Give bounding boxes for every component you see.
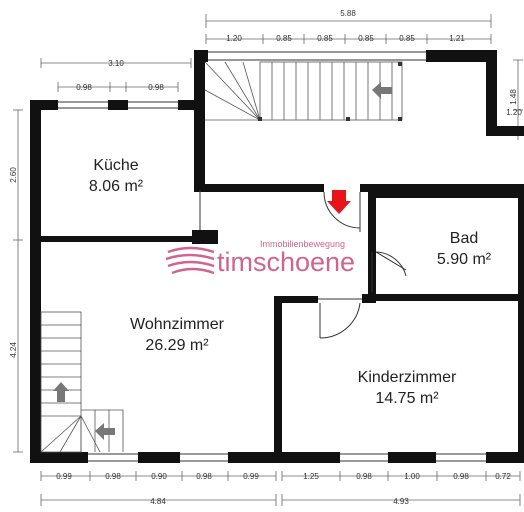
dim-right-upper: 1.48 — [509, 89, 518, 105]
dim-top-total: 5.88 — [340, 9, 356, 18]
logo-subtitle: Immobilienbewegung — [260, 239, 345, 249]
logo-title: timschoene — [217, 247, 355, 277]
dim-bottom-right-seg-4: 0.98 — [453, 472, 469, 481]
dim-bottom-left-seg-4: 0.98 — [196, 472, 212, 481]
room-kueche-name: Küche — [93, 157, 138, 174]
entry-arrow-icon — [327, 190, 351, 214]
dim-bottom-right-seg-2: 0.98 — [356, 472, 372, 481]
staircase-bottom — [40, 311, 124, 453]
room-bad-area: 5.90 m² — [437, 251, 492, 268]
dim-bottom-left-total: 4.84 — [150, 497, 166, 506]
dim-left-lower: 4.24 — [9, 342, 18, 358]
dim-bottom-right-seg-5: 0.72 — [495, 472, 511, 481]
stair-up-arrow-icon — [372, 82, 392, 99]
dim-top-seg-2: 0.85 — [276, 34, 292, 43]
dim-bottom-right-seg-3: 1.00 — [404, 472, 420, 481]
dim-top-seg-3: 0.85 — [317, 34, 333, 43]
dim-top-seg-5: 0.85 — [399, 34, 415, 43]
room-wohnzimmer-name: Wohnzimmer — [130, 316, 225, 333]
doors — [319, 190, 407, 339]
room-kinderzimmer-area: 14.75 m² — [375, 390, 439, 407]
dim-bottom-right-seg-1: 1.25 — [303, 472, 319, 481]
dim-top-seg-6: 1.21 — [449, 34, 465, 43]
dimension-lines — [13, 14, 523, 506]
dim-bottom-left-seg-5: 0.99 — [243, 472, 259, 481]
dim-left-upper: 2.60 — [9, 167, 18, 183]
room-wohnzimmer-area: 26.29 m² — [145, 337, 209, 354]
dim-bottom-left-seg-3: 0.90 — [151, 472, 167, 481]
dim-bottom-right-total: 4.93 — [393, 497, 409, 506]
room-labels: Küche 8.06 m² Bad 5.90 m² Wohnzimmer 26.… — [89, 157, 492, 407]
dim-top-seg-4: 0.85 — [358, 34, 374, 43]
room-kueche-area: 8.06 m² — [89, 178, 144, 195]
watermark-logo: Immobilienbewegung timschoene — [165, 239, 355, 277]
dim-kitchen-window-2: 0.98 — [148, 83, 164, 92]
room-kinderzimmer-name: Kinderzimmer — [358, 369, 457, 386]
dimension-labels: 5.88 1.20 0.85 0.85 0.85 0.85 1.21 3.10 … — [9, 9, 522, 506]
dim-top-seg-1: 1.20 — [226, 34, 242, 43]
room-bad-name: Bad — [450, 230, 478, 247]
dim-right-small: 1.20 — [506, 108, 522, 117]
dim-kitchen-width: 3.10 — [108, 59, 124, 68]
dim-kitchen-window-1: 0.98 — [76, 83, 92, 92]
walls — [30, 50, 524, 463]
stair-left-arrow-icon — [95, 423, 115, 440]
stair-up-arrow-icon — [53, 382, 69, 402]
logo-waves-icon — [165, 246, 215, 275]
staircase-top — [204, 61, 403, 121]
dim-bottom-left-seg-2: 0.98 — [105, 472, 121, 481]
dim-bottom-left-seg-1: 0.99 — [56, 472, 72, 481]
